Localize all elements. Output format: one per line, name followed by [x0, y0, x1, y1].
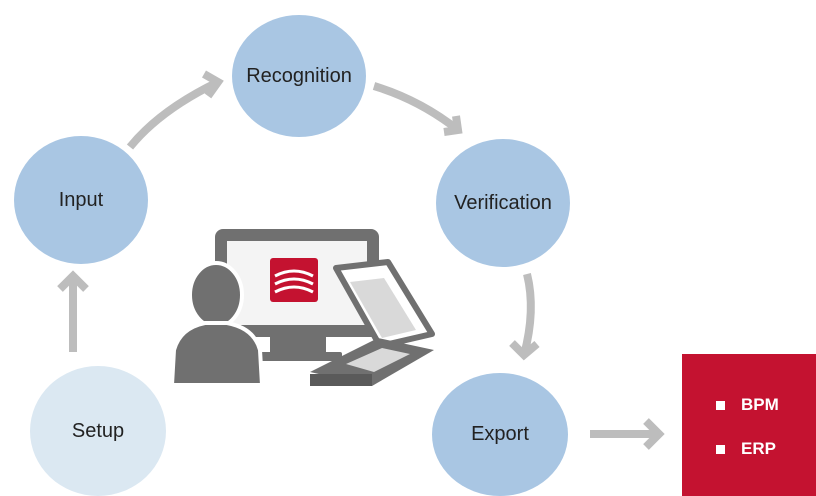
node-input: Input	[14, 136, 148, 264]
arrow-icon	[509, 273, 540, 361]
node-export: Export	[432, 373, 568, 496]
person-icon	[169, 261, 265, 387]
node-verification-label: Verification	[454, 191, 552, 214]
output-item-label: ERP	[741, 439, 776, 458]
node-recognition-label: Recognition	[246, 64, 352, 87]
node-setup: Setup	[30, 366, 166, 496]
arrow-icon	[590, 418, 665, 450]
node-verification: Verification	[436, 139, 570, 267]
scanner-icon	[310, 259, 435, 386]
node-input-label: Input	[58, 188, 104, 211]
output-item-bpm: BPM	[716, 395, 779, 415]
node-export-label: Export	[471, 423, 529, 445]
node-recognition: Recognition	[232, 15, 366, 137]
node-setup-label: Setup	[71, 419, 125, 442]
app-logo-icon	[270, 258, 318, 302]
arrow-icon	[372, 82, 463, 136]
output-item-erp: ERP	[716, 439, 776, 459]
arrow-icon	[126, 70, 224, 150]
arrow-icon	[57, 270, 89, 352]
bullet-icon	[716, 400, 725, 410]
bullet-icon	[716, 444, 725, 454]
output-targets-box: BPM ERP	[682, 354, 816, 496]
output-item-label: BPM	[741, 395, 779, 414]
